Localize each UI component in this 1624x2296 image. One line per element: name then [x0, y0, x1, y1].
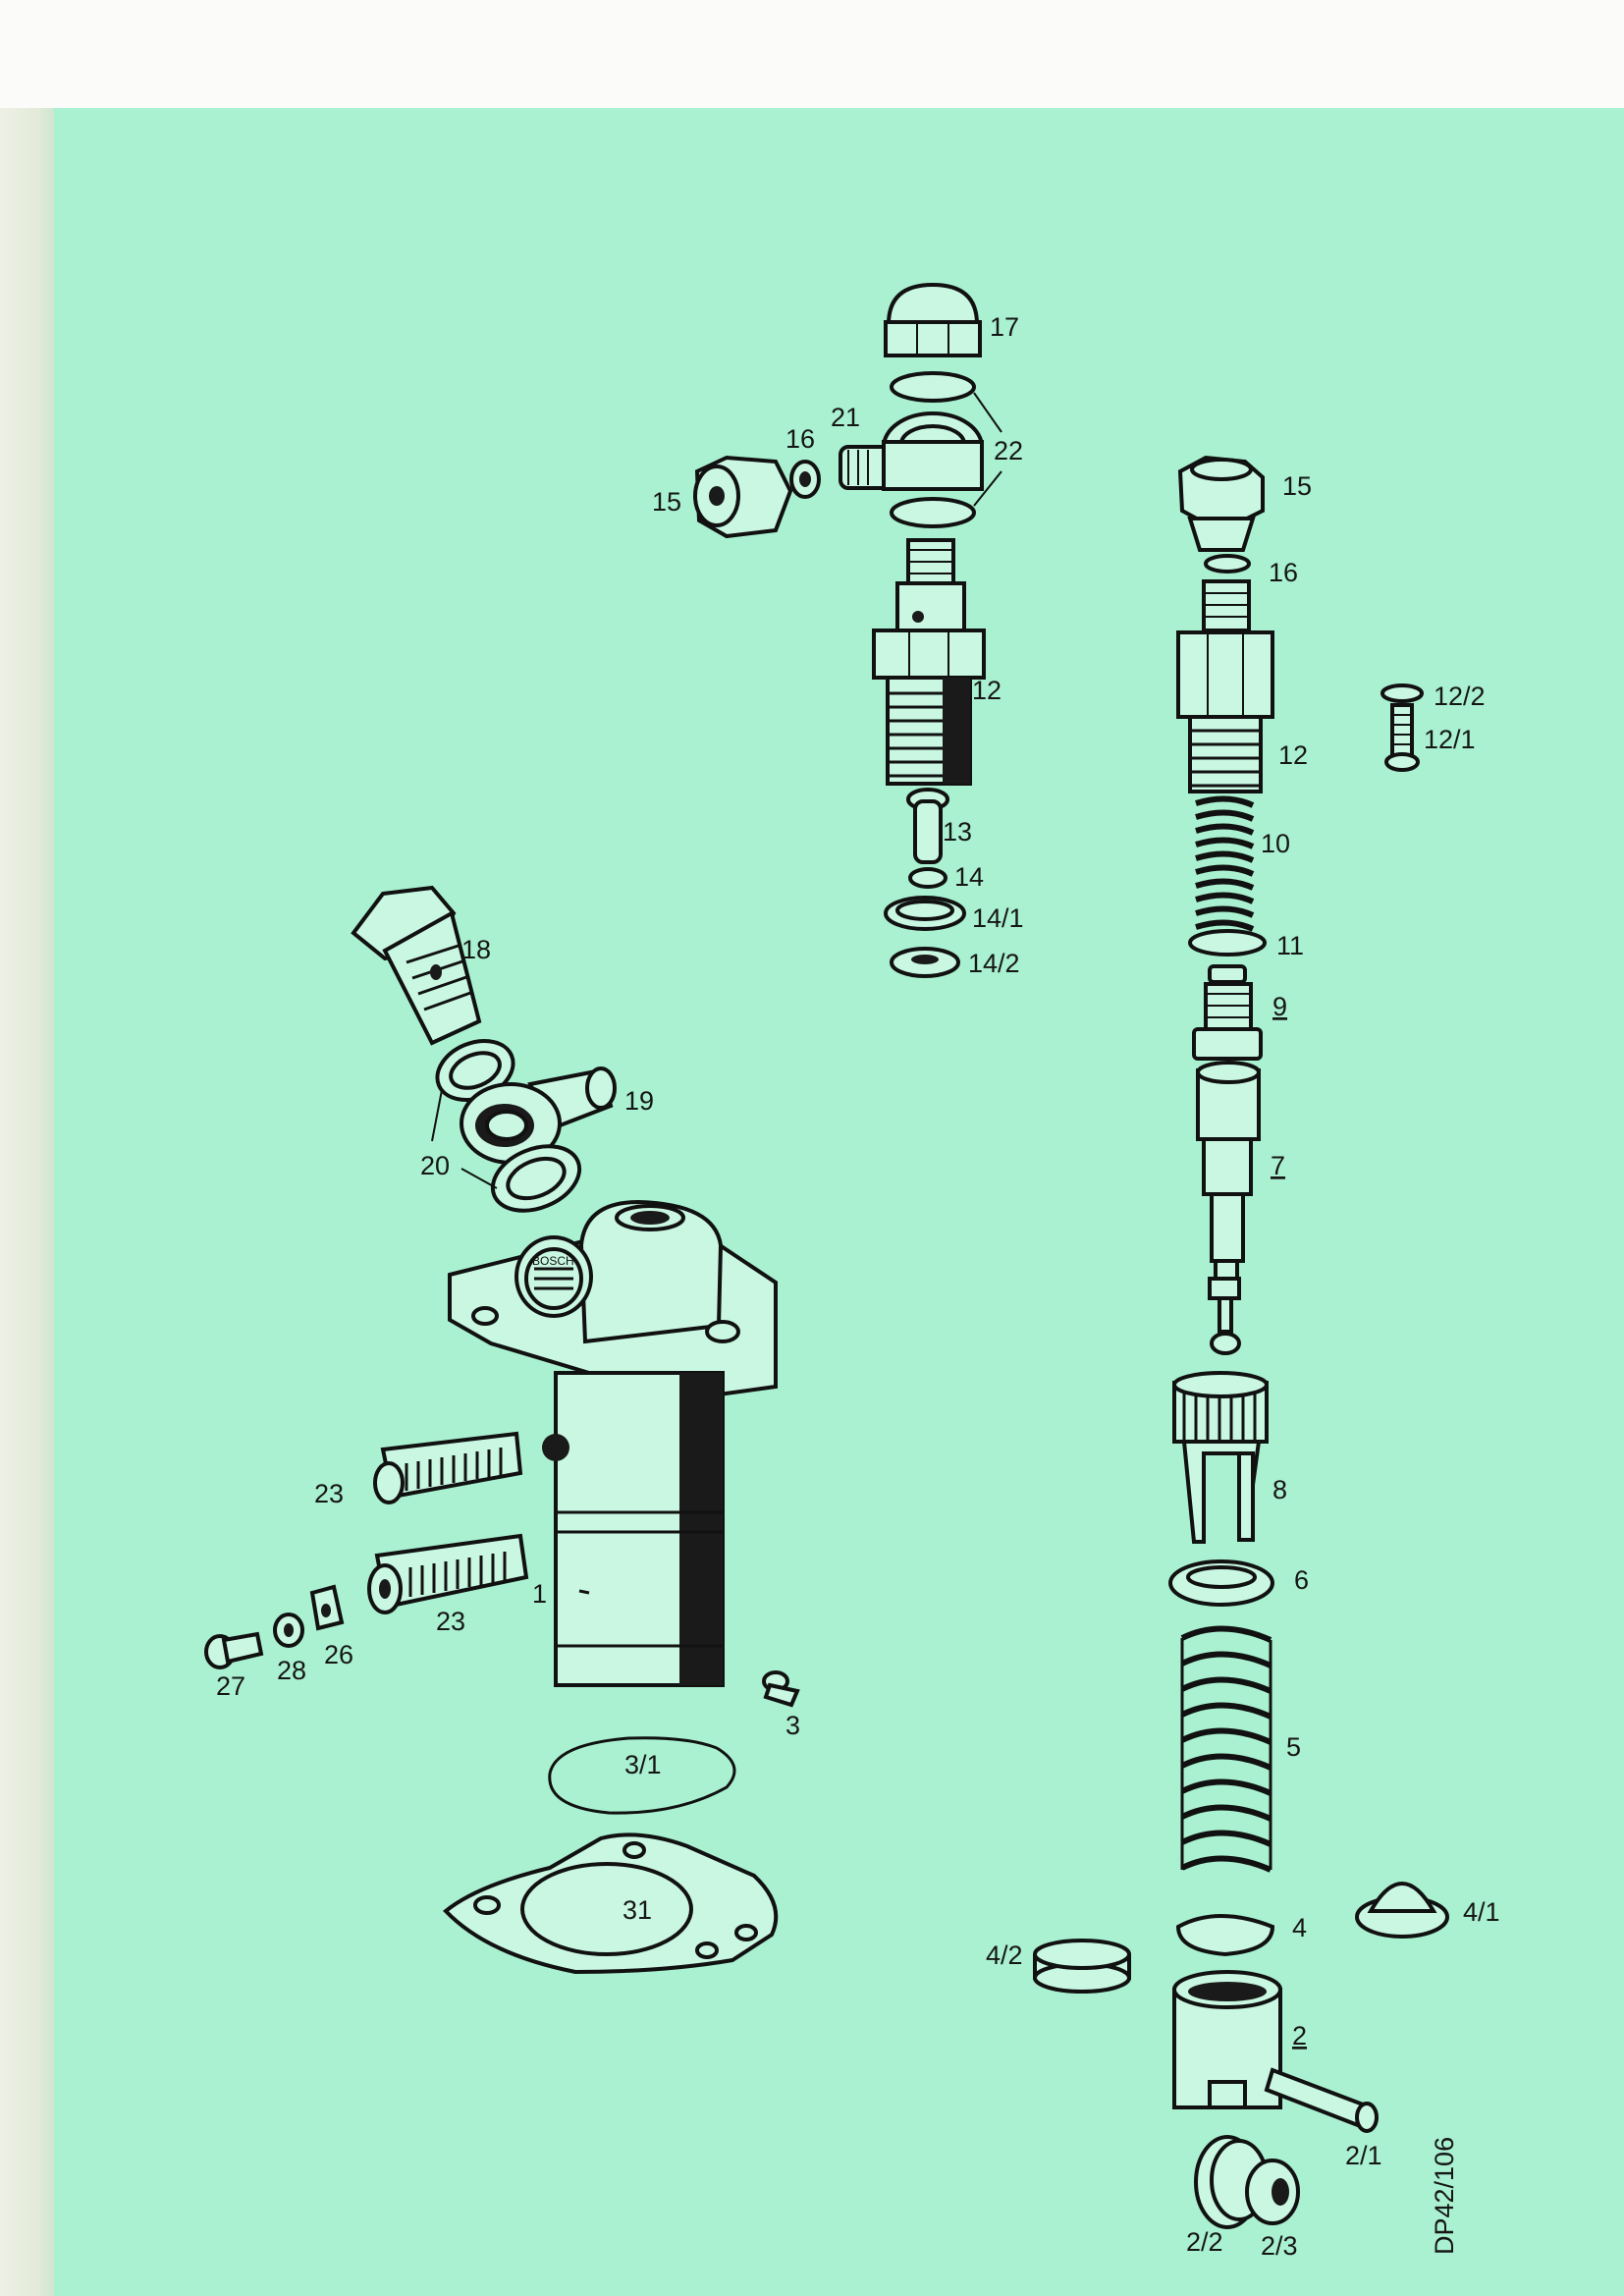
union-nut-15-top: [693, 455, 793, 539]
banjo-fitting-19: [460, 1066, 617, 1165]
gasket-11: [1188, 929, 1267, 957]
label-27: 27: [216, 1671, 245, 1701]
page-edge: [0, 108, 54, 2296]
cap-nut-17: [884, 282, 982, 357]
label-7: 7: [1271, 1151, 1285, 1180]
label-19: 19: [624, 1086, 654, 1116]
bosch-plate-text: BOSCH: [532, 1254, 574, 1268]
banjo-21: [839, 411, 984, 491]
label-17: 17: [990, 312, 1019, 342]
label-2-2: 2/2: [1186, 2227, 1223, 2257]
label-12-top: 12: [972, 676, 1001, 705]
label-23-upper: 23: [314, 1479, 344, 1508]
label-21: 21: [831, 403, 860, 432]
label-4-2: 4/2: [986, 1941, 1023, 1970]
right-assembly: 15 16 12 12/2 12/1 10 11: [986, 455, 1500, 2261]
cap-4-2: [1033, 1939, 1131, 1994]
label-18: 18: [461, 935, 491, 964]
washer-14: [908, 867, 947, 889]
sheet-code: DP42/106: [1430, 2137, 1459, 2255]
label-16-top: 16: [785, 424, 815, 454]
plunger-spring-5: [1180, 1625, 1272, 1873]
valve-holder-12-top: [872, 538, 986, 786]
valve-spring-10: [1195, 795, 1255, 932]
label-16-right: 16: [1269, 558, 1298, 587]
label-15-right: 15: [1282, 471, 1312, 501]
label-3: 3: [785, 1711, 800, 1740]
tappet-2: [1172, 1970, 1282, 2109]
label-2: 2: [1292, 2021, 1307, 2050]
control-rack-23-upper: [373, 1431, 523, 1504]
scan-top-margin: [0, 0, 1624, 108]
screw-27: [204, 1631, 264, 1669]
control-rack-23-lower: [367, 1533, 529, 1614]
gasket-31: [443, 1832, 779, 1975]
label-11: 11: [1276, 931, 1304, 960]
label-12-right: 12: [1278, 740, 1308, 770]
label-12-1: 12/1: [1424, 725, 1476, 754]
label-4-1: 4/1: [1463, 1897, 1500, 1927]
label-22: 22: [994, 436, 1023, 465]
label-28: 28: [277, 1656, 306, 1685]
left-assembly: 18 19 20 BOSCH: [204, 885, 800, 1975]
label-1: 1: [532, 1579, 547, 1609]
control-sleeve-8: [1172, 1371, 1269, 1544]
label-13: 13: [943, 817, 972, 847]
label-14: 14: [954, 862, 984, 892]
washer-16-right: [1204, 554, 1251, 574]
top-assembly: 17 22 21 16 15: [652, 282, 1024, 978]
seal-ring-22-lower: [890, 497, 976, 528]
label-26: 26: [324, 1640, 353, 1669]
pin-13: [906, 788, 949, 864]
label-4: 4: [1292, 1913, 1307, 1942]
label-6: 6: [1294, 1565, 1309, 1595]
valve-holder-12-right: [1176, 579, 1274, 793]
label-9: 9: [1272, 992, 1287, 1021]
element-7: [1196, 1061, 1261, 1355]
banjo-bolt-18: [351, 885, 482, 1046]
label-23-lower: 23: [436, 1607, 465, 1636]
spring-seat-4: [1175, 1914, 1275, 1957]
roller-2-2: [1194, 2135, 1269, 2229]
spring-seat-6: [1168, 1559, 1274, 1607]
label-14-2: 14/2: [968, 949, 1020, 978]
label-2-1: 2/1: [1345, 2141, 1382, 2170]
label-12-2: 12/2: [1434, 682, 1486, 711]
label-8: 8: [1272, 1475, 1287, 1504]
roller-pin-2-1: [1264, 2067, 1379, 2133]
union-nut-15-right: [1177, 455, 1265, 552]
seal-ring-22-upper: [890, 371, 976, 403]
label-31: 31: [623, 1895, 652, 1925]
label-3-1: 3/1: [624, 1750, 662, 1779]
pump-housing-1: BOSCH: [448, 1199, 778, 1687]
label-15-top: 15: [652, 487, 681, 517]
retaining-ring-3-1: [548, 1736, 736, 1815]
cap-4-1: [1355, 1882, 1449, 1939]
label-5: 5: [1286, 1732, 1301, 1762]
lock-plate-26: [309, 1584, 345, 1631]
screw-3: [762, 1670, 800, 1708]
delivery-valve-9: [1192, 964, 1263, 1061]
roller-2-3: [1245, 2159, 1300, 2225]
label-10: 10: [1261, 829, 1290, 858]
screw-12: [1380, 683, 1424, 772]
label-20: 20: [420, 1151, 450, 1180]
label-2-3: 2/3: [1261, 2231, 1298, 2261]
label-14-1: 14/1: [972, 903, 1024, 933]
